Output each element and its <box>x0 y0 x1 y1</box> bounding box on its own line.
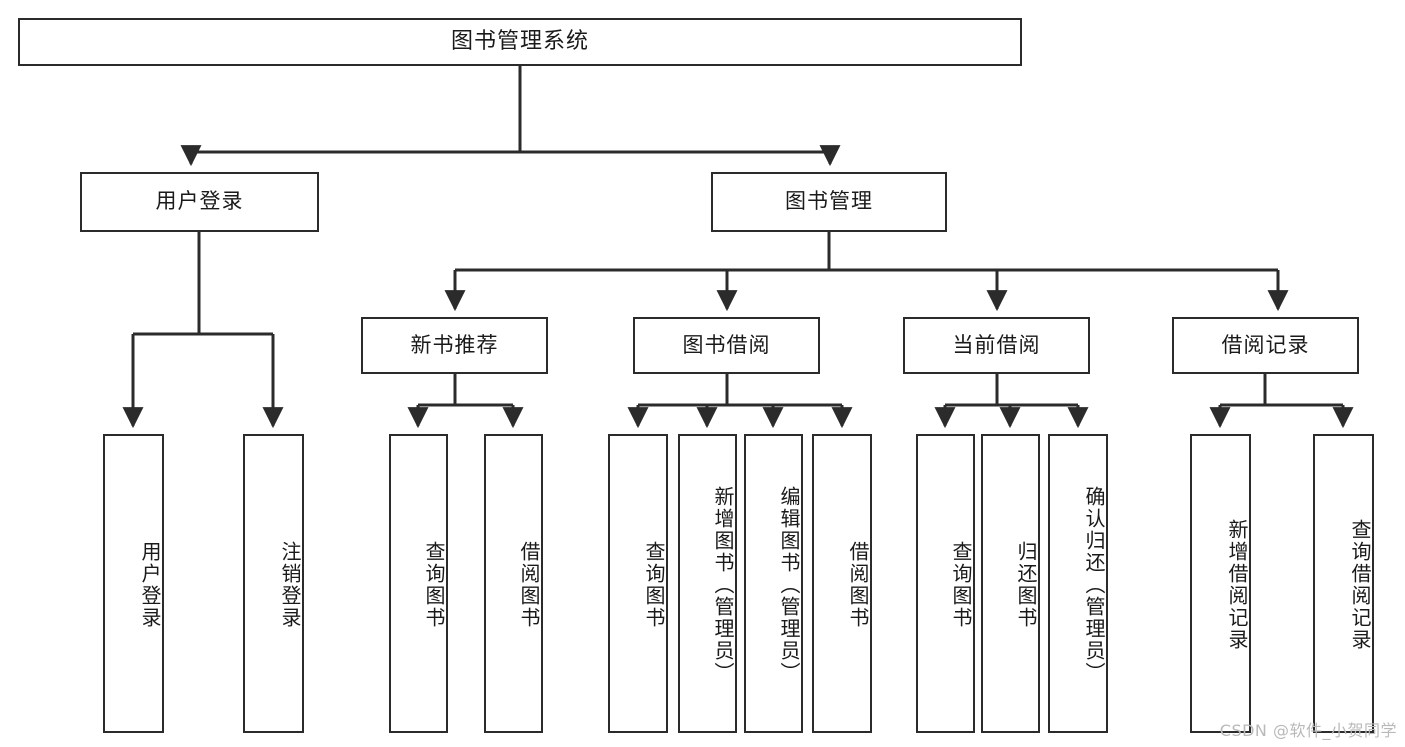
node-book-manage[interactable]: 图书管理 <box>711 172 947 232</box>
leaf-query-book-rec-label: 查询图书 <box>422 540 446 629</box>
leaf-user-login[interactable]: 用户登录 <box>103 434 164 733</box>
leaf-user-logout[interactable]: 注销登录 <box>243 434 304 733</box>
node-current-borrow[interactable]: 当前借阅 <box>903 317 1090 374</box>
leaf-add-book[interactable]: 新增图书（管理员） <box>678 434 737 733</box>
leaf-edit-book-label: 编辑图书（管理员） <box>777 485 801 684</box>
leaf-query-book-rec[interactable]: 查询图书 <box>389 434 448 733</box>
leaf-borrow-book[interactable]: 借阅图书 <box>812 434 872 733</box>
leaf-query-book-current[interactable]: 查询图书 <box>916 434 975 733</box>
leaf-query-borrow-record[interactable]: 查询借阅记录 <box>1313 434 1374 733</box>
leaf-query-book-borrow-label: 查询图书 <box>642 540 666 629</box>
leaf-borrow-book-rec-label: 借阅图书 <box>517 540 541 629</box>
leaf-add-borrow-record-label: 新增借阅记录 <box>1225 518 1249 651</box>
leaf-user-login-label: 用户登录 <box>138 540 162 629</box>
leaf-add-book-label: 新增图书（管理员） <box>711 485 735 684</box>
leaf-confirm-return-label: 确认归还（管理员） <box>1082 485 1106 684</box>
leaf-edit-book[interactable]: 编辑图书（管理员） <box>744 434 803 733</box>
leaf-add-borrow-record[interactable]: 新增借阅记录 <box>1190 434 1251 733</box>
leaf-query-book-current-label: 查询图书 <box>949 540 973 629</box>
leaf-user-logout-label: 注销登录 <box>278 540 302 629</box>
node-book-borrow[interactable]: 图书借阅 <box>633 317 820 374</box>
node-new-book-recommend[interactable]: 新书推荐 <box>361 317 548 374</box>
leaf-query-book-borrow[interactable]: 查询图书 <box>608 434 668 733</box>
node-user-login[interactable]: 用户登录 <box>80 172 319 232</box>
node-book-borrow-label: 图书借阅 <box>682 332 771 357</box>
node-current-borrow-label: 当前借阅 <box>952 332 1041 357</box>
node-book-manage-label: 图书管理 <box>785 189 873 214</box>
leaf-confirm-return[interactable]: 确认归还（管理员） <box>1048 434 1108 733</box>
leaf-borrow-book-rec[interactable]: 借阅图书 <box>484 434 543 733</box>
node-new-book-recommend-label: 新书推荐 <box>410 332 499 357</box>
node-root-label: 图书管理系统 <box>450 28 589 54</box>
csdn-watermark: CSDN @软件_小贺同学 <box>1219 721 1397 740</box>
leaf-borrow-book-label: 借阅图书 <box>846 540 870 629</box>
leaf-query-borrow-record-label: 查询借阅记录 <box>1348 518 1372 651</box>
leaf-return-book[interactable]: 归还图书 <box>981 434 1040 733</box>
node-root[interactable]: 图书管理系统 <box>18 18 1022 66</box>
leaf-return-book-label: 归还图书 <box>1014 540 1038 629</box>
node-borrow-record[interactable]: 借阅记录 <box>1172 317 1359 374</box>
node-user-login-label: 用户登录 <box>155 189 244 214</box>
node-borrow-record-label: 借阅记录 <box>1221 332 1310 357</box>
